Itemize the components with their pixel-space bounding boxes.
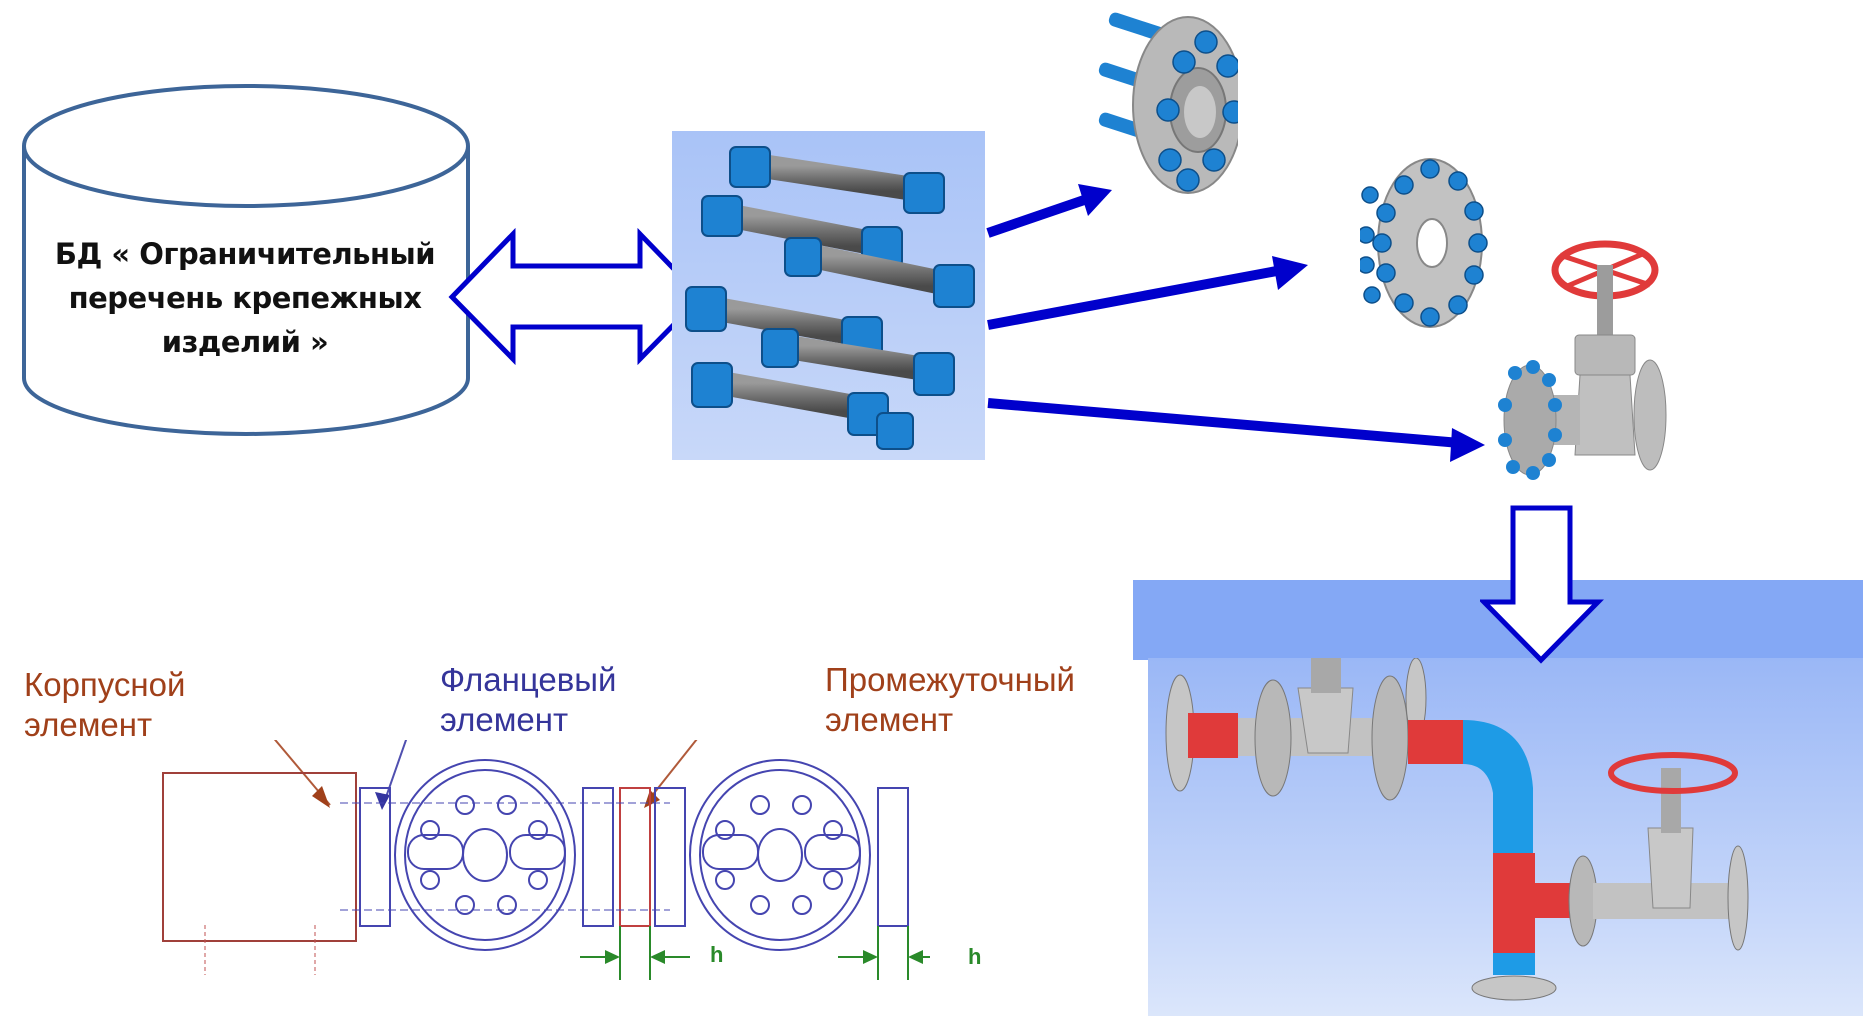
assembly-background-band — [1133, 580, 1863, 660]
body-leader-line — [273, 740, 331, 806]
body-element-shape — [162, 772, 357, 942]
pipeline-assembly-model — [1148, 593, 1863, 1016]
stud-bolt — [685, 286, 883, 360]
intermediate-element-shape — [619, 787, 651, 927]
database-label-line-2: перечень крепежных — [68, 281, 422, 315]
arrow-to-flange-assembly — [986, 184, 1112, 238]
body-element-label-line-2: элемент — [24, 706, 153, 743]
flange-disk-model — [1360, 158, 1488, 328]
handwheel-icon — [1608, 752, 1738, 794]
body-element-label: Корпусной элемент — [24, 665, 185, 745]
dimension-h-label-1: h — [710, 942, 724, 967]
database-cylinder-icon — [22, 84, 470, 436]
pipeline-icon — [1165, 593, 1749, 1001]
stud-bolt — [729, 146, 945, 214]
body-element-label-line-1: Корпусной — [24, 666, 186, 703]
intermediate-leader-line — [646, 740, 698, 803]
bolts-icon — [685, 146, 975, 450]
bidirectional-arrow-icon — [448, 227, 705, 366]
fastener-set-model — [672, 131, 985, 460]
flange-element-label-line-2: элемент — [440, 701, 569, 738]
stud-bolt — [784, 237, 975, 308]
down-arrow-icon — [1480, 505, 1604, 664]
flange-assembly-model — [1098, 12, 1238, 194]
dimension-h-label-2: h — [968, 944, 982, 969]
intermediate-element-label: Промежуточный элемент — [825, 660, 1075, 740]
gate-valve-model — [1498, 240, 1667, 480]
arrow-to-flange-disk — [987, 256, 1308, 330]
intermediate-element-label-line-2: элемент — [825, 701, 954, 738]
technical-drawing — [162, 740, 930, 980]
database-label: БД « Ограничительный перечень крепежных … — [40, 232, 450, 364]
arrow-to-gate-valve — [987, 398, 1485, 462]
stud-bolt — [761, 328, 955, 396]
flange-leader-line — [384, 740, 408, 801]
database-label-line-1: БД « Ограничительный — [54, 237, 436, 271]
intermediate-element-label-line-1: Промежуточный — [825, 661, 1075, 698]
flange-element-label: Фланцевый элемент — [440, 660, 616, 740]
stud-bolt — [691, 362, 914, 450]
flange-element-label-line-1: Фланцевый — [440, 661, 617, 698]
database-label-line-3: изделий » — [161, 325, 329, 359]
